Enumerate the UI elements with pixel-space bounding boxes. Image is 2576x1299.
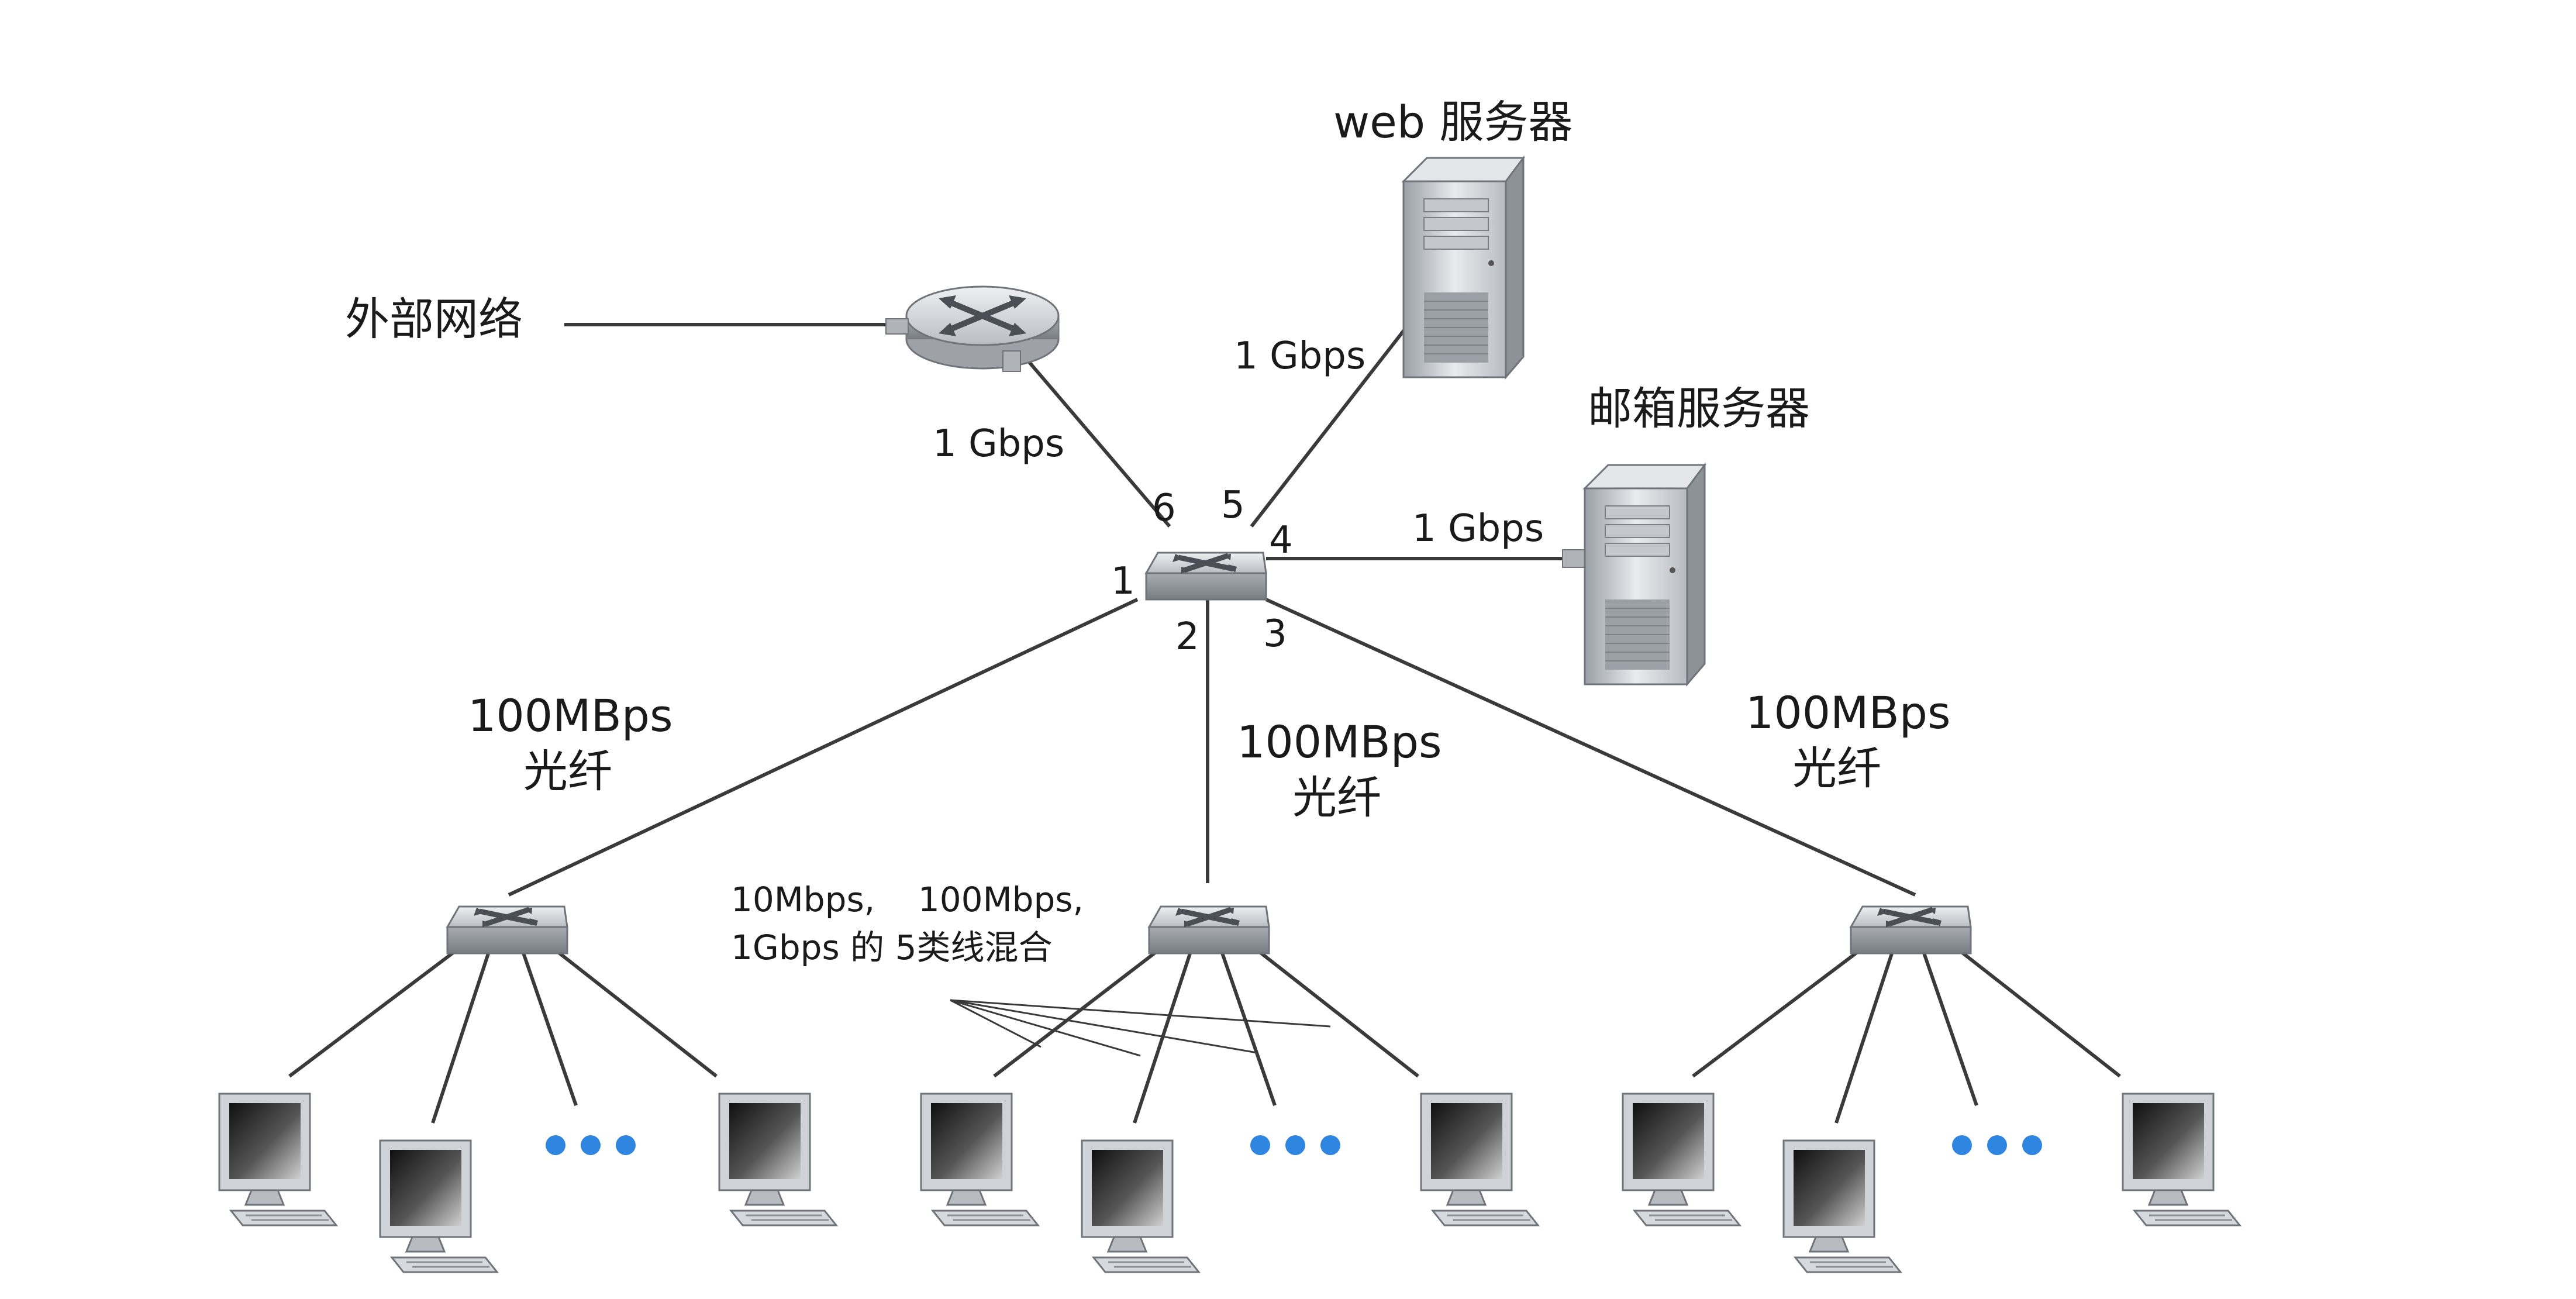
web-link-speed: 1 Gbps	[1234, 335, 1365, 378]
port-label-2: 2	[1175, 615, 1199, 659]
web-server-label: web 服务器	[1333, 96, 1573, 148]
center-fiber-medium: 光纤	[1292, 771, 1381, 823]
mail-server-icon	[1584, 464, 1706, 685]
left-fiber-link	[508, 598, 1139, 897]
left-fiber-medium: 光纤	[523, 745, 612, 797]
core-switch-icon	[1146, 553, 1266, 599]
computer-icon	[1420, 1093, 1539, 1226]
cat5-label-line2: 1Gbps 的 5类线混合	[731, 928, 1052, 967]
right-fiber-link	[1265, 598, 1916, 897]
right-fiber-medium: 光纤	[1792, 742, 1881, 794]
port-label-4: 4	[1269, 519, 1293, 562]
mail-server-label: 邮箱服务器	[1588, 383, 1810, 435]
computer-icon	[718, 1093, 837, 1226]
computer-icon	[1782, 1139, 1902, 1273]
port-label-3: 3	[1263, 612, 1287, 656]
left-switch-icon	[447, 907, 567, 953]
computer-icon	[1622, 1093, 1741, 1226]
external-network-label: 外部网络	[345, 293, 523, 345]
computer-icon	[2122, 1093, 2241, 1226]
port-label-1: 1	[1111, 560, 1135, 603]
router-link-speed: 1 Gbps	[933, 422, 1064, 466]
port-label-6: 6	[1152, 487, 1176, 530]
mail-link-speed: 1 Gbps	[1412, 507, 1544, 550]
center-fiber-speed: 100MBps	[1237, 716, 1442, 768]
router-icon	[885, 285, 1060, 372]
computer-icon	[379, 1139, 498, 1273]
computer-icon	[1081, 1139, 1200, 1273]
computer-icon	[920, 1093, 1039, 1226]
right-fiber-speed: 100MBps	[1746, 687, 1951, 739]
computer-icon	[218, 1093, 337, 1226]
left-fiber-speed: 100MBps	[468, 690, 673, 742]
router-core-link	[1013, 344, 1171, 528]
ellipsis-dots	[546, 1135, 2042, 1155]
web-server-link	[1250, 315, 1417, 528]
center-switch-icon	[1149, 907, 1269, 953]
right-switch-icon	[1851, 907, 1971, 953]
web-server-icon	[1402, 157, 1525, 378]
port-label-5: 5	[1221, 484, 1245, 527]
cat5-label-line1: 10Mbps, 100Mbps,	[731, 880, 1084, 919]
